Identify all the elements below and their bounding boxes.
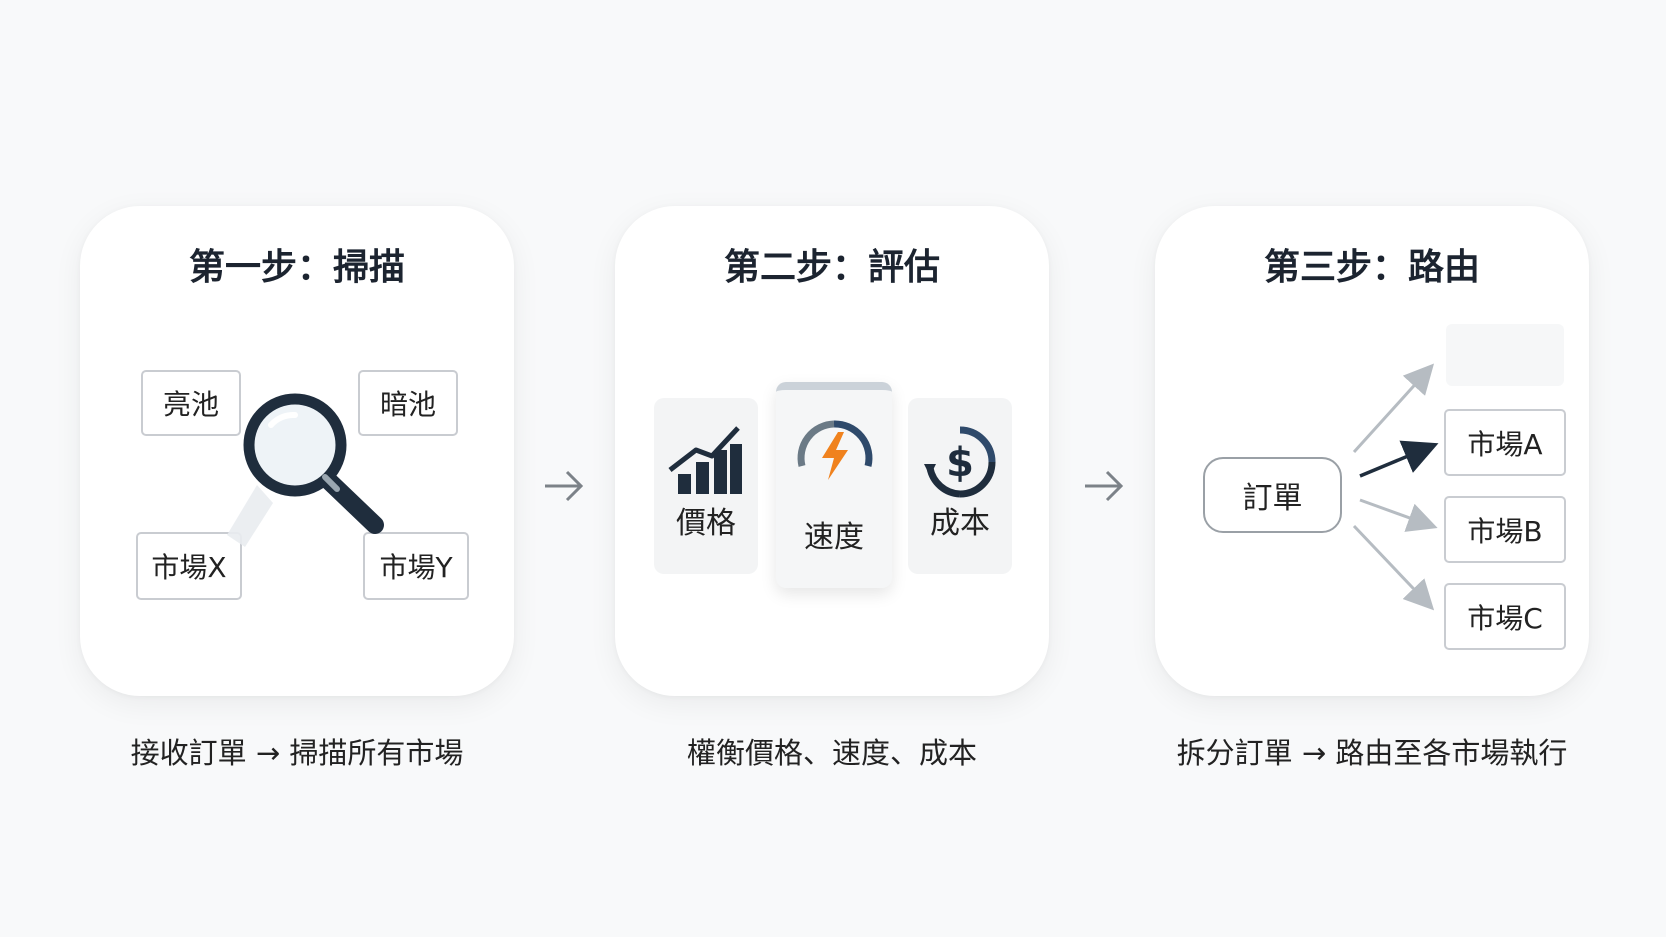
metric-speed: 速度 xyxy=(776,382,892,588)
market-b-box: 市場B xyxy=(1444,496,1566,563)
svg-text:$: $ xyxy=(946,440,974,486)
arrow-right-icon xyxy=(1085,470,1124,502)
lit-pool-label: 亮池 xyxy=(162,388,219,421)
market-a-label: 市場A xyxy=(1467,427,1543,461)
market-c-label: 市場C xyxy=(1467,601,1543,635)
step1-caption: 接收訂單 → 掃描所有市場 xyxy=(130,736,464,770)
dark-pool-box: 暗池 xyxy=(358,370,458,436)
market-x-label: 市場X xyxy=(151,551,227,584)
metric-price: 價格 xyxy=(654,398,758,574)
metric-cost: $ 成本 xyxy=(908,398,1012,574)
step1-title: 第一步：掃描 xyxy=(188,247,405,288)
speed-gauge-icon xyxy=(797,420,873,480)
arrow-right-icon xyxy=(545,470,584,502)
faded-market-box xyxy=(1446,324,1564,386)
metric-price-label: 價格 xyxy=(676,506,736,541)
magnifier-icon xyxy=(227,393,384,547)
dark-pool-label: 暗池 xyxy=(379,388,436,421)
bar-chart-icon xyxy=(668,426,742,494)
order-label: 訂單 xyxy=(1242,481,1303,516)
metric-cost-label: 成本 xyxy=(930,506,990,541)
metric-speed-label: 速度 xyxy=(804,520,864,555)
step2-title: 第二步：評估 xyxy=(723,247,940,288)
market-a-box: 市場A xyxy=(1444,409,1566,476)
market-b-label: 市場B xyxy=(1467,514,1543,548)
step2-caption: 權衡價格、速度、成本 xyxy=(686,736,977,770)
routing-arrows xyxy=(1352,363,1439,611)
step3-title: 第三步：路由 xyxy=(1263,247,1480,288)
dollar-cycle-icon: $ xyxy=(924,426,996,498)
market-c-box: 市場C xyxy=(1444,583,1566,650)
step3-caption: 拆分訂單 → 路由至各市場執行 xyxy=(1176,736,1568,770)
market-y-label: 市場Y xyxy=(379,551,453,584)
market-x-box: 市場X xyxy=(136,532,242,600)
market-y-box: 市場Y xyxy=(363,532,469,600)
lit-pool-box: 亮池 xyxy=(141,370,241,436)
order-box: 訂單 xyxy=(1203,457,1342,533)
